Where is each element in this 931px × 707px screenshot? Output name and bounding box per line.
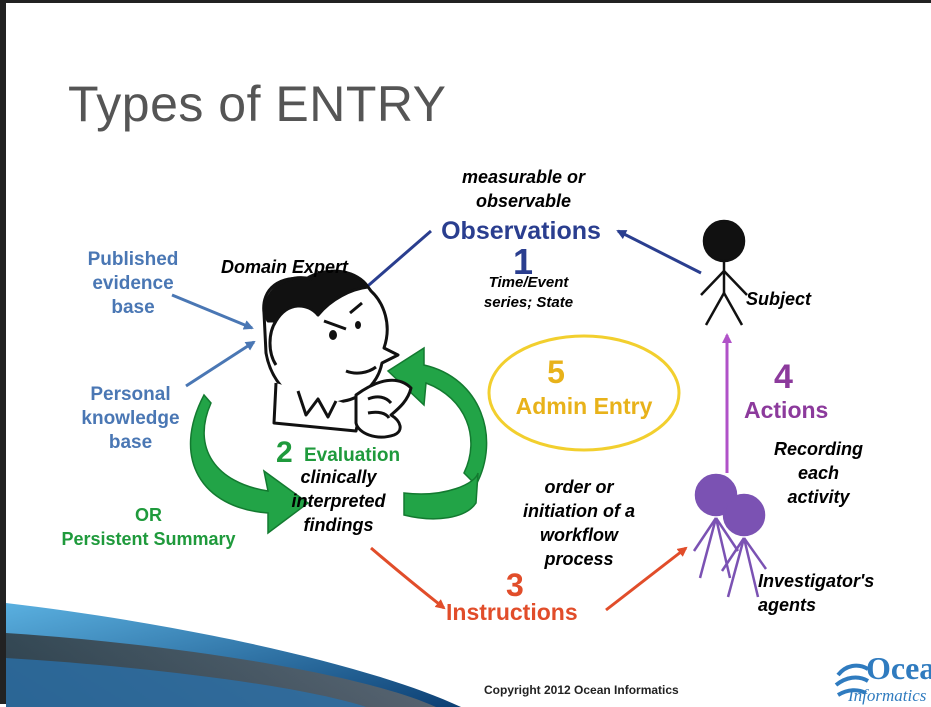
personal-knowledge-label: Personal knowledge base [81,384,180,453]
corner-swoosh [6,603,461,707]
evaluation-label: Evaluation [304,445,401,466]
investigator-agents-figures [692,473,768,598]
entry-diagram [6,219,870,707]
evaluation-cycle-arrows [189,346,488,535]
investigator-agents-label: Investigator's agents [758,571,875,615]
admin-entry-label: Admin Entry [515,393,653,419]
arrow-personal-to-expert [185,340,256,388]
arrow-subject-to-observations [616,229,702,275]
evaluation-detail: clinically interpreted findings [291,467,386,535]
domain-expert-label: Domain Expert [221,257,349,277]
copyright-text: Copyright 2012 Ocean Informatics [484,683,679,697]
observations-label: Observations [441,217,601,245]
observations-detail: Time/Event series; State [483,274,574,311]
observations-qualifier: measurable or observable [461,167,586,211]
domain-expert-figure [262,269,413,439]
admin-entry-number: 5 [547,354,565,390]
arrow-instructions-to-agents [605,546,688,612]
instructions-number: 3 [506,567,524,603]
published-evidence-label: Published evidence base [87,249,179,318]
admin-entry-ellipse [487,334,681,452]
actions-label: Actions [744,397,829,423]
slide-title: Types of ENTRY [68,76,447,132]
evaluation-number: 2 [276,436,293,469]
ocean-logo-mark [834,663,870,697]
ocean-logo-text: Ocean [866,650,931,686]
arrow-evaluation-to-instructions [370,546,446,610]
informatics-logo-text: Informatics [848,686,927,705]
subject-figure [700,219,748,326]
workflow-order-label: order or initiation of a workflow proces… [523,477,635,569]
instructions-label: Instructions [446,599,578,625]
actions-number: 4 [774,358,793,396]
persistent-summary-label: OR Persistent Summary [61,505,236,549]
observations-number: 1 [513,241,534,282]
arrow-published-to-expert [171,293,254,330]
subject-label: Subject [746,289,812,309]
actions-detail: Recording each activity [773,439,863,507]
